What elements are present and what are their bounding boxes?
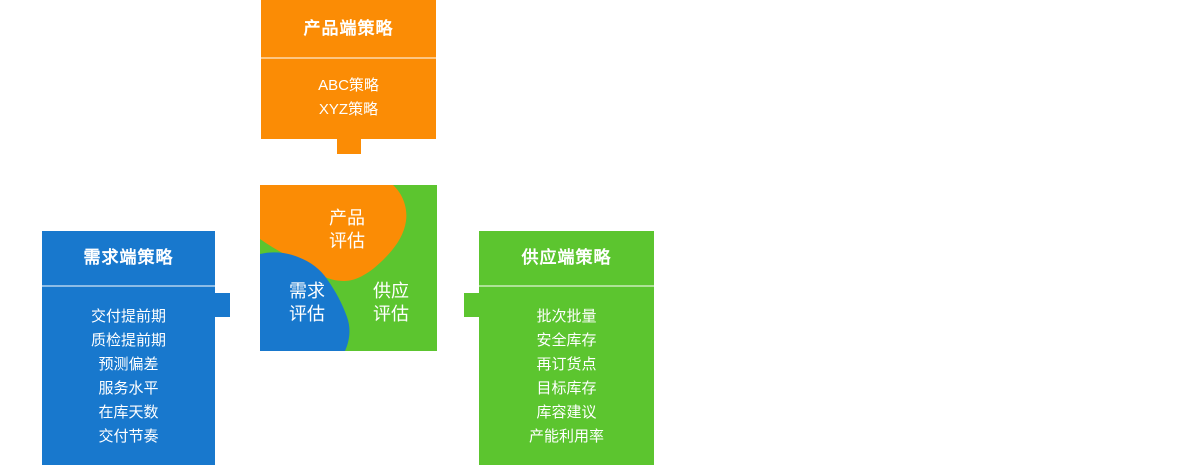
demand-strategy-panel: 需求端策略 交付提前期 质检提前期 预测偏差 服务水平 在库天数 交付节奏 bbox=[42, 231, 215, 465]
supply-item: 目标库存 bbox=[536, 380, 597, 397]
demand-item: 在库天数 bbox=[98, 404, 159, 421]
supply-connector-tab bbox=[464, 293, 479, 317]
demand-evaluation-region bbox=[260, 252, 350, 351]
demand-connector-tab bbox=[215, 293, 230, 317]
supply-evaluation-label-line: 评估 bbox=[373, 304, 409, 324]
demand-panel-divider bbox=[42, 285, 215, 287]
supply-panel-title: 供应端策略 bbox=[521, 248, 612, 267]
supply-item: 库容建议 bbox=[536, 404, 597, 421]
demand-evaluation-label-line: 评估 bbox=[289, 304, 325, 324]
product-evaluation-label-line: 产品 bbox=[329, 208, 365, 228]
supply-item: 安全库存 bbox=[536, 332, 597, 349]
demand-item: 预测偏差 bbox=[98, 356, 159, 373]
product-strategy-panel: 产品端策略 ABC策略 XYZ策略 bbox=[261, 0, 436, 139]
product-panel-divider bbox=[261, 57, 436, 59]
demand-evaluation-label-line: 需求 bbox=[289, 281, 325, 301]
evaluation-venn-shapes bbox=[260, 185, 437, 351]
evaluation-venn: 产品 评估 需求 评估 供应 评估 bbox=[260, 185, 437, 351]
demand-item: 交付提前期 bbox=[90, 308, 166, 325]
product-item: XYZ策略 bbox=[318, 101, 379, 118]
supply-item: 再订货点 bbox=[536, 356, 597, 373]
demand-item: 服务水平 bbox=[98, 380, 159, 397]
demand-panel-title: 需求端策略 bbox=[83, 248, 174, 267]
demand-item: 质检提前期 bbox=[90, 332, 166, 349]
product-panel-items: ABC策略 XYZ策略 bbox=[261, 59, 436, 122]
demand-item: 交付节奏 bbox=[98, 428, 159, 445]
supply-evaluation-label: 供应 评估 bbox=[373, 280, 409, 326]
supply-item: 产能利用率 bbox=[528, 428, 604, 445]
supply-panel-items: 批次批量 安全库存 再订货点 目标库存 库容建议 产能利用率 bbox=[479, 287, 654, 449]
supply-evaluation-label-line: 供应 bbox=[373, 281, 409, 301]
product-connector-tab bbox=[337, 139, 361, 154]
demand-evaluation-label: 需求 评估 bbox=[289, 280, 325, 326]
supply-strategy-panel: 供应端策略 批次批量 安全库存 再订货点 目标库存 库容建议 产能利用率 bbox=[479, 231, 654, 465]
product-item: ABC策略 bbox=[318, 77, 379, 94]
supply-panel-divider bbox=[479, 285, 654, 287]
product-evaluation-label-line: 评估 bbox=[329, 231, 365, 251]
supply-item: 批次批量 bbox=[536, 308, 597, 325]
product-panel-title: 产品端策略 bbox=[303, 19, 394, 38]
product-evaluation-label: 产品 评估 bbox=[329, 207, 365, 253]
demand-panel-items: 交付提前期 质检提前期 预测偏差 服务水平 在库天数 交付节奏 bbox=[42, 287, 215, 449]
